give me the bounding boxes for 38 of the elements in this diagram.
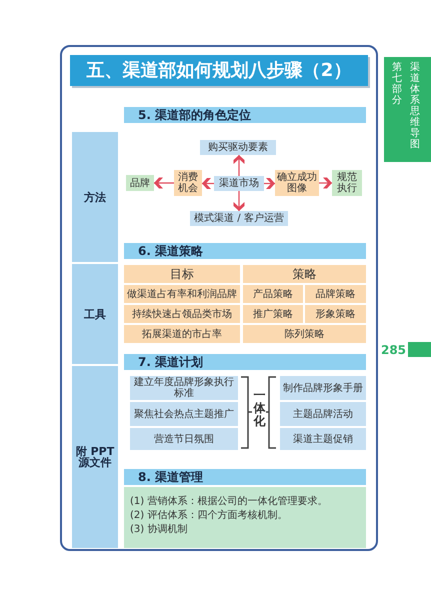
table-cell: 做渠道占有率和利润品牌: [124, 285, 240, 303]
plan-item: 建立年度品牌形象执行标准: [130, 376, 238, 400]
side-tab-text: 渠道体系思维导图: [410, 62, 420, 152]
table-cell: 持续快速占领品类市场: [124, 305, 240, 323]
list-item: (2) 评估体系：四个方面考核机制。: [130, 509, 288, 521]
table-header: 目标: [124, 265, 240, 283]
plan-item: 聚焦社会热点主题推广: [130, 402, 238, 426]
table-cell: 陈列策略: [243, 325, 366, 343]
role-box: 确立成功图像: [275, 170, 319, 196]
side-tab-text: 第七部分: [392, 62, 402, 108]
table-header: 策略: [243, 265, 366, 283]
plan-item: 主题品牌活动: [280, 402, 366, 426]
role-box: 模式渠道 / 客户运营: [190, 211, 288, 226]
table-cell: 推广策略: [243, 305, 303, 323]
role-box: 渠道市场: [214, 176, 264, 191]
role-box: 品牌: [126, 175, 154, 191]
bracket-label: 一体化: [253, 389, 266, 429]
plan-item: 制作品牌形象手册: [280, 376, 366, 400]
section-header: 7. 渠道计划: [124, 354, 366, 370]
table-cell: 产品策略: [243, 285, 303, 303]
list-item: (3) 协调机制: [130, 523, 188, 535]
table-cell: 拓展渠道的市占率: [124, 325, 240, 343]
list-item: (1) 营销体系：根据公司的一体化管理要求。: [130, 495, 328, 507]
plan-item: 渠道主题促销: [280, 428, 366, 450]
section-header: 6. 渠道策略: [124, 243, 366, 259]
side-category-band: 工具: [72, 264, 118, 364]
title-banner: 五、渠道部如何规划八步骤（2）: [70, 55, 368, 86]
page-number: 285: [380, 343, 407, 357]
plan-item: 营造节日氛围: [130, 428, 238, 450]
side-category-band: 方法: [72, 132, 118, 262]
role-box: 消费机会: [174, 170, 202, 196]
table-cell: 品牌策略: [305, 285, 366, 303]
side-category-band: 附 PPT 源文件: [72, 366, 118, 548]
section-header: 8. 渠道管理: [124, 469, 366, 485]
role-box: 购买驱动要素: [200, 140, 276, 155]
role-box: 规范执行: [332, 170, 362, 196]
table-cell: 形象策略: [305, 305, 366, 323]
section-header: 5. 渠道部的角色定位: [124, 107, 366, 123]
